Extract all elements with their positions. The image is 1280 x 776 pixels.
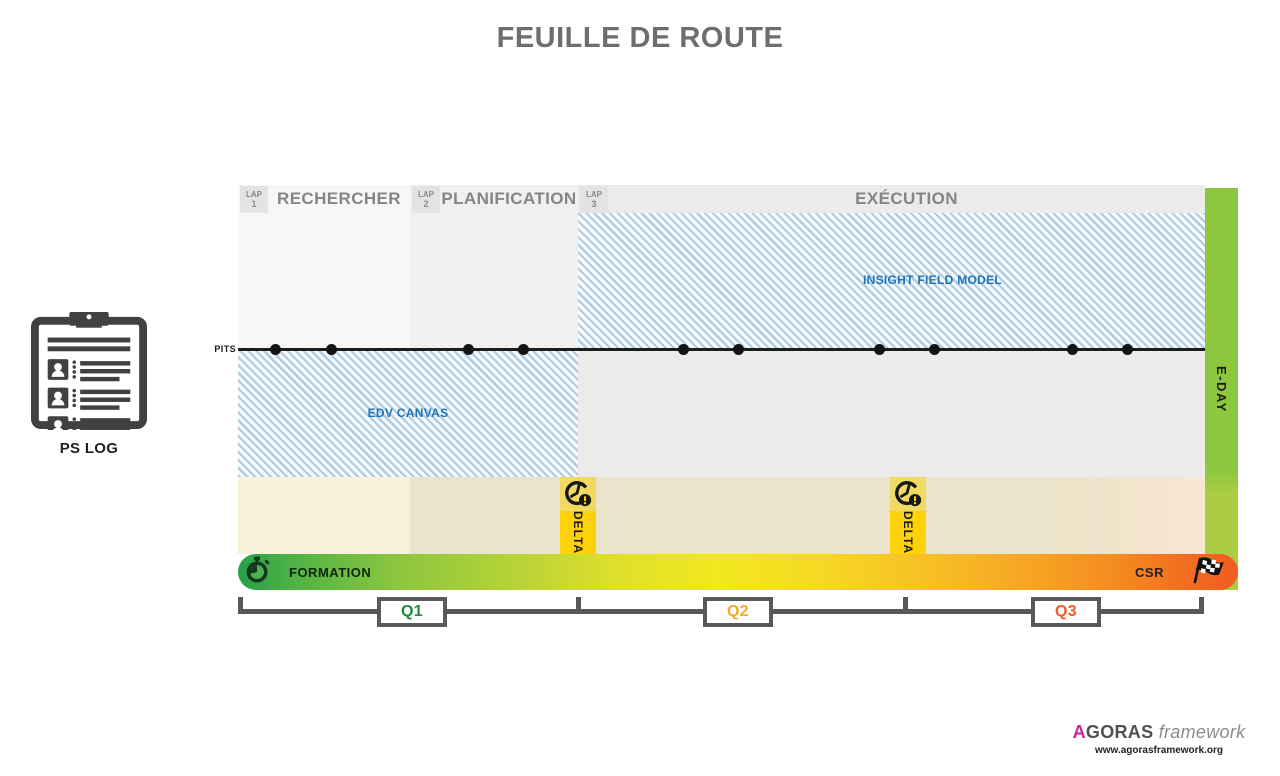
- pit-dot: [1066, 344, 1078, 355]
- brand-rest: GORAS: [1085, 722, 1154, 742]
- stopwatch-icon: [243, 556, 271, 589]
- pit-dot: [1121, 344, 1133, 355]
- footer-url: www.agorasframework.org: [1095, 745, 1223, 756]
- e-day-bar: E-DAY: [1205, 188, 1238, 590]
- insight-field-model-area: [578, 213, 1205, 349]
- lap-2-badge: LAP 2: [412, 186, 440, 213]
- ruler-tick-q1-end: [576, 597, 581, 614]
- phase-rechercher-title: RECHERCHER: [277, 189, 401, 208]
- formation-label: FORMATION: [289, 564, 372, 580]
- lower-band: [238, 477, 1205, 554]
- page-title: FEUILLE DE ROUTE: [496, 22, 784, 54]
- delta-marker-1: DELTA: [560, 477, 596, 554]
- delta-label: DELTA: [901, 510, 915, 555]
- pit-dot: [517, 344, 529, 355]
- pits-line: [238, 348, 1205, 351]
- edv-canvas-label: EDV CANVAS: [367, 406, 449, 420]
- phase-planification-title: PLANIFICATION: [441, 189, 577, 208]
- lap-1-badge: LAP 1: [240, 186, 268, 213]
- ps-log-label: PS LOG: [59, 440, 119, 457]
- pit-dot: [269, 344, 281, 355]
- pit-dot: [873, 344, 885, 355]
- quarter-q3: Q3: [1031, 597, 1101, 627]
- brand-letter-a: A: [1072, 722, 1086, 742]
- pit-dot: [677, 344, 689, 355]
- ps-log: PS LOG: [28, 308, 150, 457]
- brand-logo: AGORAS framework: [1064, 722, 1254, 743]
- progress-bar: FORMATION CSR: [238, 554, 1238, 590]
- ruler-tick-start: [238, 597, 243, 614]
- ruler-tick-end: [1199, 597, 1204, 614]
- brand-suffix: framework: [1153, 722, 1246, 742]
- csr-label: CSR: [1135, 564, 1164, 580]
- e-day-label: E-DAY: [1214, 365, 1229, 413]
- edv-canvas-area: [238, 351, 578, 477]
- pit-dot: [732, 344, 744, 355]
- stopwatch-alert-icon: [560, 477, 596, 511]
- insight-field-model-label: INSIGHT FIELD MODEL: [863, 273, 1003, 287]
- pit-dot: [928, 344, 940, 355]
- pit-dot: [462, 344, 474, 355]
- lap-3-badge: LAP 3: [580, 186, 608, 213]
- pits-label: PITS: [214, 344, 236, 354]
- delta-marker-2: DELTA: [890, 477, 926, 554]
- stopwatch-alert-icon: [890, 477, 926, 511]
- quarter-q1: Q1: [377, 597, 447, 627]
- phase-execution-title: EXÉCUTION: [855, 189, 958, 208]
- clipboard-roster-icon: [30, 311, 148, 437]
- pit-dot: [325, 344, 337, 355]
- footer-brand: AGORAS framework www.agorasframework.org: [1064, 722, 1254, 756]
- quarter-q2: Q2: [703, 597, 773, 627]
- checkered-flag-icon: [1192, 555, 1226, 590]
- delta-label: DELTA: [571, 510, 585, 555]
- ruler-tick-q2-end: [903, 597, 908, 614]
